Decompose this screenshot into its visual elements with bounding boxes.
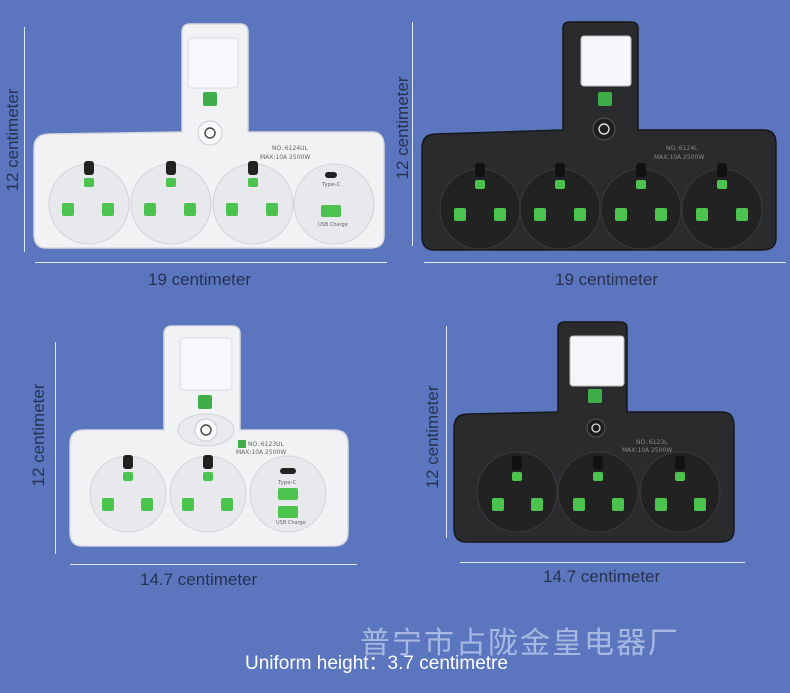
width-label: 19 centimeter <box>555 270 658 289</box>
usb-label: USB Charge <box>276 520 306 526</box>
height-label: 12 centimeter <box>29 383 48 487</box>
width-dimension-line <box>460 562 745 563</box>
power-strip-black-4-outlet: NO.:6124L MAX:10A 2500W <box>421 21 777 251</box>
power-strip-black-3-outlet: NO.:6123L MAX:10A 2500W <box>453 321 735 543</box>
width-dimension-line <box>424 262 786 263</box>
height-label: 12 centimeter <box>423 385 442 489</box>
width-dimension-line <box>70 564 357 565</box>
width-label: 14.7 centimeter <box>140 570 258 589</box>
uniform-height-caption: Uniform height：3.7 centimetre <box>245 653 508 674</box>
type-c-label: Type-C <box>277 480 297 486</box>
height-dimension-line <box>24 27 25 252</box>
power-strip-white-2-outlet: NO.:6123UL MAX:10A 2500W Type-C USB Char… <box>69 325 349 547</box>
height-label: 12 centimeter <box>393 76 412 180</box>
height-dimension-line <box>412 22 413 246</box>
rating-text: MAX:10A 2500W <box>260 154 310 161</box>
model-number: NO.:6123L <box>636 439 668 446</box>
model-number: NO.:6123UL <box>248 441 285 448</box>
width-dimension-line <box>35 262 387 263</box>
width-label: 14.7 centimeter <box>543 567 661 586</box>
model-number: NO.:6124UL <box>272 145 309 152</box>
height-label: 12 centimeter <box>3 88 22 192</box>
power-strip-white-4-outlet: NO.:6124UL MAX:10A 2500W Type-C USB Char… <box>33 23 385 249</box>
model-number: NO.:6124L <box>666 145 698 152</box>
rating-text: MAX:10A 2500W <box>654 154 704 161</box>
usb-label: USB Charge <box>318 222 348 228</box>
rating-text: MAX:10A 2500W <box>622 447 672 454</box>
height-dimension-line <box>446 326 447 538</box>
type-c-label: Type-C <box>321 182 341 188</box>
height-dimension-line <box>55 342 56 554</box>
watermark: 普宁市占陇金皇电器厂 <box>360 626 680 661</box>
width-label: 19 centimeter <box>148 270 251 289</box>
rating-text: MAX:10A 2500W <box>236 449 286 456</box>
